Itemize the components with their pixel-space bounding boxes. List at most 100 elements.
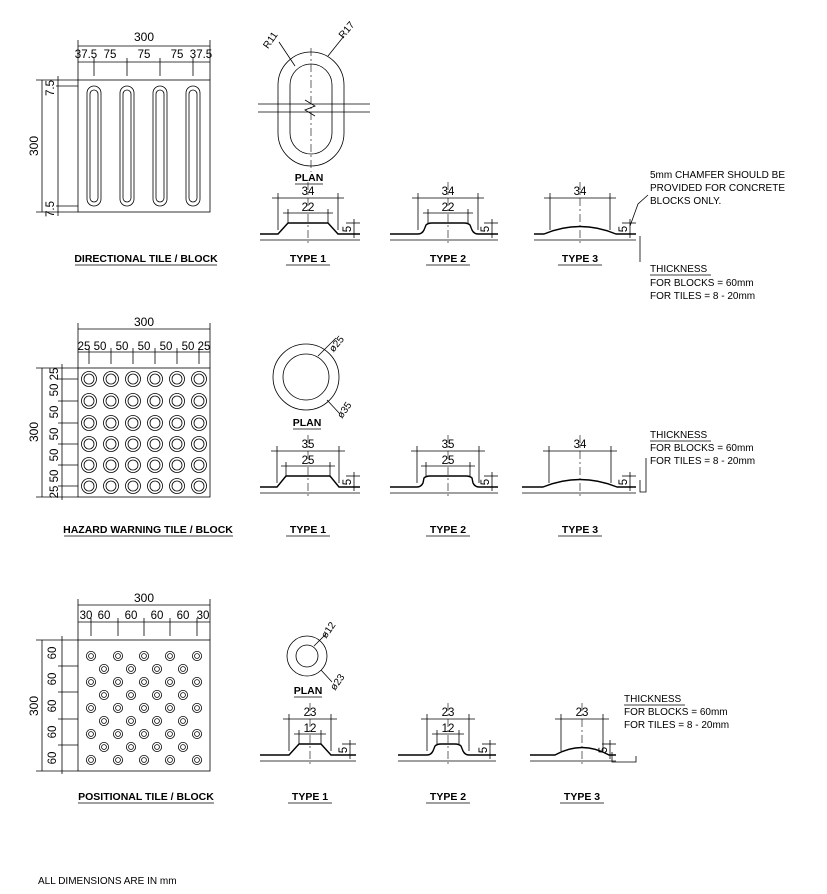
positional-dome-inner <box>154 718 160 724</box>
positional-dome-inner <box>180 666 186 672</box>
hazard-dome-outer <box>191 371 207 387</box>
positional-dome-inner <box>180 744 186 750</box>
directional-height-dimension: 300 7.5 7.5 <box>27 76 78 217</box>
hazard-dome-inner <box>193 417 205 429</box>
positional-section: 300 30 60 60 60 60 30 <box>27 591 729 804</box>
positional-dome-outer <box>191 703 202 714</box>
positional-dome-inner <box>128 718 134 724</box>
directional-caption: DIRECTIONAL TILE / BLOCK <box>74 253 218 265</box>
positional-dome-outer <box>191 651 202 662</box>
positional-dome-inner <box>128 666 134 672</box>
hazard-height-seg-2: 50 <box>49 384 61 397</box>
hazard-dome-inner <box>127 395 139 407</box>
positional-dome-outer <box>177 664 188 675</box>
directional-width-dimension: 300 37.5 75 75 75 37.5 <box>75 30 212 80</box>
hazard-dome-inner <box>149 438 161 450</box>
hazard-dome-outer <box>81 371 97 387</box>
positional-width-seg-5: 60 <box>177 610 190 622</box>
directional-type2-top-width: 34 <box>442 186 455 198</box>
positional-thickness-note: THICKNESS FOR BLOCKS = 60mm FOR TILES = … <box>611 694 729 763</box>
hazard-dome-inner <box>127 417 139 429</box>
hazard-dome-outer <box>81 478 97 494</box>
hazard-dome-inner <box>149 417 161 429</box>
hazard-dome-inner <box>105 459 117 471</box>
positional-dome-outer <box>86 729 97 740</box>
positional-dome-inner <box>88 757 94 763</box>
hazard-dome-outer <box>191 457 207 473</box>
positional-dome-inner <box>115 679 121 685</box>
positional-dome-inner <box>154 744 160 750</box>
hazard-height-total: 300 <box>27 422 41 442</box>
positional-type1-height: 5 <box>338 747 350 753</box>
hazard-dome-outer <box>169 415 185 431</box>
positional-thickness-title: THICKNESS <box>624 694 682 705</box>
directional-bar-inner <box>188 89 198 203</box>
hazard-dome-inner <box>83 459 95 471</box>
hazard-dome-inner <box>127 459 139 471</box>
hazard-plan-label: PLAN <box>293 417 322 429</box>
positional-height-total: 300 <box>27 696 41 716</box>
hazard-dome-outer <box>147 393 163 409</box>
directional-type3-top-width: 34 <box>574 186 587 198</box>
directional-width-seg-2: 75 <box>104 49 117 61</box>
hazard-height-seg-6: 50 <box>49 470 61 483</box>
hazard-dome-inner <box>127 438 139 450</box>
positional-dome-outer <box>126 716 137 727</box>
hazard-thickness-title: THICKNESS <box>650 430 708 441</box>
positional-height-seg-4: 60 <box>47 726 59 739</box>
positional-height-seg-3: 60 <box>47 700 59 713</box>
directional-bar-outer <box>185 85 201 207</box>
directional-type2-height: 5 <box>480 226 492 232</box>
directional-type1-label: TYPE 1 <box>290 253 326 265</box>
hazard-tile-plan <box>77 367 211 498</box>
positional-plan-label: PLAN <box>294 685 323 697</box>
positional-dome-inner <box>154 666 160 672</box>
directional-plan-label: PLAN <box>295 172 324 184</box>
hazard-type1-inner-width: 25 <box>302 455 315 467</box>
directional-width-seg-4: 75 <box>171 49 184 61</box>
hazard-dome-inner <box>149 459 161 471</box>
hazard-thickness-blocks: FOR BLOCKS = 60mm <box>650 443 754 454</box>
positional-dome-outer <box>86 651 97 662</box>
positional-dome-inner <box>180 692 186 698</box>
hazard-type3-height: 5 <box>618 479 630 485</box>
positional-dome-outer <box>113 729 124 740</box>
hazard-width-seg-2: 50 <box>94 341 107 353</box>
positional-type1-top-width: 23 <box>304 707 317 719</box>
positional-width-seg-6: 30 <box>197 610 210 622</box>
positional-width-total: 300 <box>134 591 154 605</box>
positional-dome-inner <box>115 653 121 659</box>
positional-dome-outer <box>138 651 149 662</box>
hazard-dome-outer <box>169 371 185 387</box>
positional-dome-inner <box>167 705 173 711</box>
directional-width-total: 300 <box>134 30 154 44</box>
positional-dome-outer <box>99 664 110 675</box>
positional-dome-inner <box>128 692 134 698</box>
positional-dia-inner: ø12 <box>320 620 339 641</box>
hazard-type1-height: 5 <box>342 479 354 485</box>
hazard-height-seg-7: 25 <box>49 486 61 499</box>
positional-width-seg-1: 30 <box>80 610 93 622</box>
positional-dome-outer <box>113 651 124 662</box>
directional-thickness-blocks: FOR BLOCKS = 60mm <box>650 278 754 289</box>
positional-type2-label: TYPE 2 <box>430 791 466 803</box>
positional-dome-outer <box>177 690 188 701</box>
positional-dome-inner <box>141 679 147 685</box>
hazard-type2-height: 5 <box>480 479 492 485</box>
hazard-dome-outer <box>147 371 163 387</box>
positional-dome-outer <box>86 677 97 688</box>
directional-radius-outer: R17 <box>337 20 358 41</box>
hazard-dome-outer <box>125 457 141 473</box>
positional-type3-height: 5 <box>598 747 610 753</box>
directional-type1-height: 5 <box>342 226 354 232</box>
directional-bar-outer <box>86 85 102 207</box>
positional-height-seg-2: 60 <box>47 673 59 686</box>
positional-dome-outer <box>138 729 149 740</box>
hazard-dome-inner <box>171 395 183 407</box>
hazard-dome-outer <box>125 478 141 494</box>
hazard-height-seg-3: 50 <box>49 406 61 419</box>
hazard-dome-inner <box>83 373 95 385</box>
